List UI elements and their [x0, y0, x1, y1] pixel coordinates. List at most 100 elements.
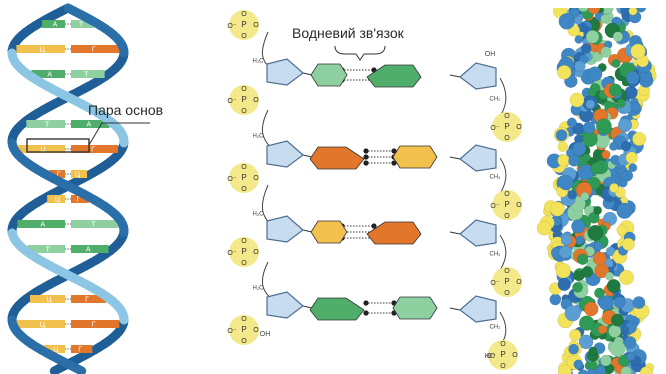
atom-O: O	[253, 97, 259, 104]
oh-label: OH	[260, 331, 271, 338]
rung-letter: А	[86, 121, 91, 128]
atom-P: P	[500, 350, 505, 359]
rung-letter: Т	[45, 121, 50, 128]
atom	[557, 141, 569, 152]
atom-P: P	[504, 200, 509, 209]
atom	[609, 340, 626, 357]
base-pair-box	[26, 138, 90, 153]
atom	[605, 271, 614, 281]
atom	[621, 237, 635, 251]
atom	[594, 241, 604, 251]
atom-O: O	[516, 124, 522, 131]
rung-base	[17, 145, 65, 153]
ch2-label: H₂C	[253, 286, 265, 292]
rung-letter: Т	[84, 71, 89, 78]
atom	[560, 234, 573, 246]
rung-base	[17, 220, 66, 228]
left-backbone	[261, 31, 276, 303]
rung-letter: Г	[85, 296, 89, 303]
atom-P: P	[504, 122, 509, 131]
atom-O: O	[241, 164, 247, 171]
atom-O: O	[500, 341, 506, 348]
atom	[632, 131, 647, 147]
rung-letter: А	[53, 21, 58, 28]
atom	[620, 141, 632, 152]
atom	[593, 205, 603, 215]
rung-base	[71, 20, 94, 28]
atom	[573, 359, 584, 370]
atom	[616, 202, 633, 219]
rung-letter: Г	[57, 171, 61, 178]
atom	[536, 220, 552, 236]
atom	[608, 83, 622, 97]
atom-O: O⁻	[227, 98, 236, 105]
atom-P: P	[241, 95, 246, 104]
space-filling-model	[536, 8, 657, 374]
atom	[594, 287, 605, 299]
atom-O: O	[512, 352, 518, 359]
atom-O: O	[516, 202, 522, 209]
atom	[574, 35, 584, 44]
rung-letter: А	[47, 71, 52, 78]
atom	[567, 190, 577, 200]
atom-P: P	[241, 173, 246, 182]
atom-P: P	[241, 325, 246, 334]
atom	[595, 365, 606, 374]
bond-atom	[391, 148, 397, 154]
atom	[625, 151, 638, 164]
base-pair-leader-line	[88, 122, 150, 146]
rung-base	[42, 20, 65, 28]
rung-letter: Г	[92, 321, 96, 328]
atom-O: O⁻	[227, 328, 236, 335]
atom	[623, 336, 637, 349]
rung-base	[47, 195, 65, 203]
atom	[569, 92, 585, 108]
rung-base	[16, 45, 66, 53]
rung-base	[71, 70, 105, 78]
left-base	[309, 297, 365, 321]
rung-letter: Т	[79, 21, 84, 28]
bond-atom	[371, 223, 377, 229]
rung-base	[26, 120, 65, 128]
rung-letter: Г	[91, 146, 95, 153]
atom	[564, 305, 581, 322]
right-sugar	[459, 295, 497, 323]
atom-O: O	[253, 22, 259, 29]
atom	[555, 129, 568, 142]
atoms	[536, 8, 657, 374]
atom	[635, 8, 647, 13]
hydrogen-bond-label: Водневий зв'язок	[292, 25, 404, 41]
atom	[578, 315, 595, 331]
ch2-label: H₂C	[253, 212, 265, 218]
atom	[582, 121, 596, 134]
atom	[606, 278, 621, 293]
atom-O: O	[241, 11, 247, 18]
atom	[617, 118, 632, 133]
atom-O: O	[241, 260, 247, 267]
atom-O: O⁻	[490, 280, 499, 287]
rung-letter: Ц	[75, 171, 81, 178]
helix-strand-front	[7, 48, 129, 325]
atom	[630, 101, 642, 113]
atom	[620, 366, 632, 374]
atom-O: O	[241, 86, 247, 93]
atom	[572, 281, 584, 293]
right-backbone	[496, 77, 507, 351]
rung-base	[71, 120, 110, 128]
rung-base	[31, 70, 65, 78]
right-sugar	[459, 219, 497, 247]
atom	[577, 369, 590, 374]
atom	[600, 46, 612, 58]
left-base	[310, 220, 348, 244]
right-base	[392, 296, 438, 320]
bond-atom	[363, 300, 369, 306]
atom	[595, 118, 612, 135]
atom-O: O	[504, 213, 510, 220]
